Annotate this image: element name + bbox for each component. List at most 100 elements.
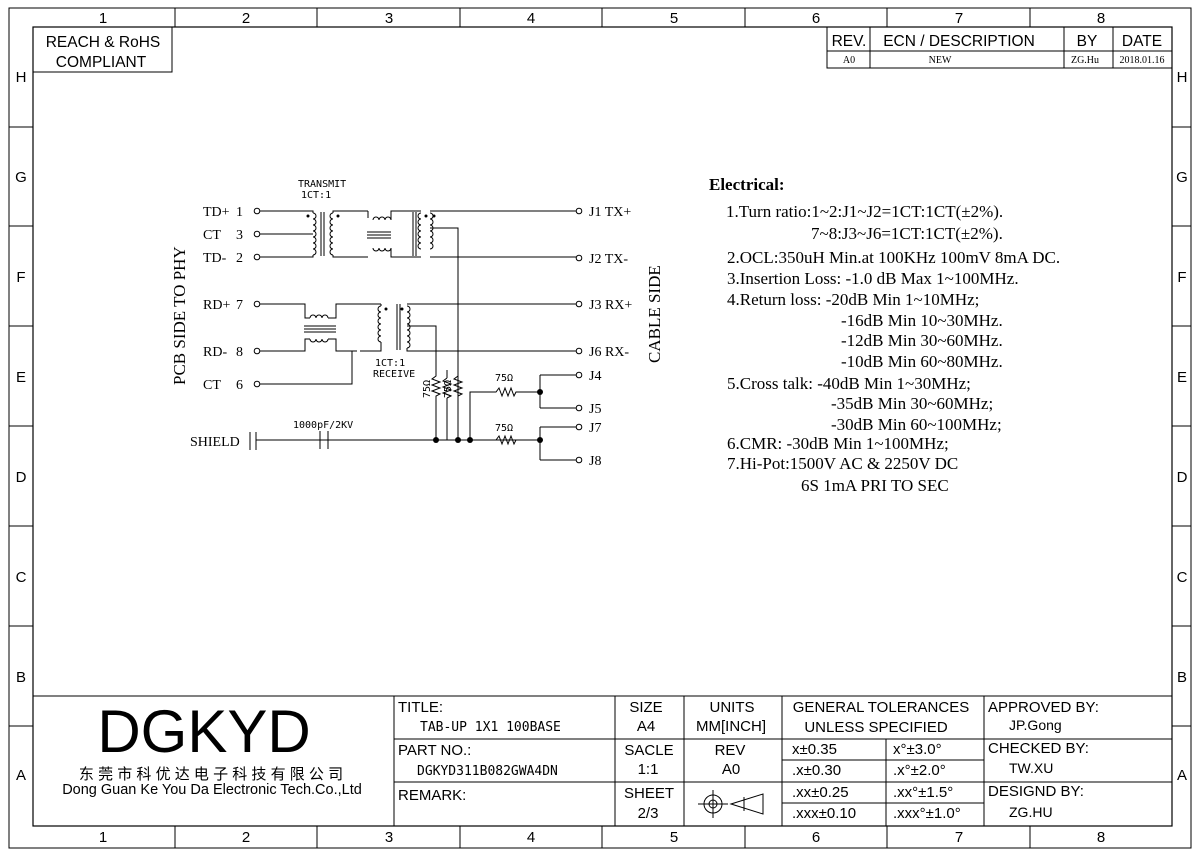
size-label: SIZE	[629, 699, 662, 716]
zone-row-left: E	[16, 369, 26, 386]
tolerance-angular: .xx°±1.5°	[893, 784, 953, 801]
designed-label: DESIGND BY:	[988, 783, 1084, 800]
transmit-label: TRANSMIT	[298, 179, 346, 190]
zone-row-right: A	[1177, 767, 1187, 784]
tolerance-angular: .xxx°±1.0°	[893, 805, 961, 822]
pin-terminal	[575, 300, 583, 308]
pin-terminal	[253, 230, 261, 238]
pin-terminal	[253, 347, 261, 355]
tolerance-linear: .xx±0.25	[792, 784, 849, 801]
pin-name: CT	[203, 228, 221, 243]
zone-ticks	[9, 8, 1191, 848]
tolerance-linear: .xxx±0.10	[792, 805, 856, 822]
zone-col-top: 1	[99, 10, 107, 27]
title-label: TITLE:	[398, 699, 443, 716]
sheet-value: 2/3	[638, 805, 659, 822]
pin-terminal	[575, 207, 583, 215]
revision-row: A0 NEW ZG.Hu 2018.01.16	[843, 55, 1165, 66]
spec-line: 2.OCL:350uH Min.at 100KHz 100mV 8mA DC.	[727, 248, 1060, 267]
zone-col-bottom: 1	[99, 829, 107, 846]
pin-terminal	[575, 456, 583, 464]
size-value: A4	[637, 718, 655, 735]
spec-line: -10dB Min 60~80MHz.	[841, 352, 1003, 371]
receive-ratio: 1CT:1	[375, 358, 405, 369]
by-cell: ZG.Hu	[1071, 55, 1099, 66]
zone-row-left: C	[16, 569, 27, 586]
compliance-line1: REACH & RoHS	[46, 34, 161, 51]
zone-col-top: 3	[385, 10, 393, 27]
transmit-ratio: 1CT:1	[301, 190, 331, 201]
spec-line: -35dB Min 30~60MHz;	[831, 394, 993, 413]
electrical-title: Electrical:	[709, 175, 785, 194]
zone-row-left: G	[15, 169, 27, 186]
company-logo: DGKYD	[97, 698, 310, 765]
title-block-values: TAB-UP 1X1 100BASE DGKYD311B082GWA4DN	[417, 720, 561, 779]
zone-col-bottom: 5	[670, 829, 678, 846]
resistor-label: 75Ω	[443, 380, 454, 398]
zone-row-right: E	[1177, 369, 1187, 386]
zone-row-right: B	[1177, 669, 1187, 686]
scale-value: 1:1	[638, 761, 659, 778]
pin-terminal	[575, 347, 583, 355]
electrical-specs: Electrical: 1.Turn ratio:1~2:J1~J2=1CT:1…	[709, 175, 1060, 495]
pin-name: CT	[203, 378, 221, 393]
schematic	[249, 207, 583, 464]
title-value: TAB-UP 1X1 100BASE	[420, 720, 561, 735]
pin-number: 8	[236, 345, 243, 360]
title-block	[33, 695, 1172, 826]
ecn-header: ECN / DESCRIPTION	[883, 33, 1035, 50]
part-number-value: DGKYD311B082GWA4DN	[417, 764, 558, 779]
tolerance-angular: x°±3.0°	[893, 741, 942, 758]
pin-terminal	[253, 207, 261, 215]
revision-table	[826, 26, 1173, 69]
designed-value: ZG.HU	[1009, 804, 1053, 820]
zone-col-bottom: 4	[527, 829, 535, 846]
zone-col-bottom: 2	[242, 829, 250, 846]
cable-pin-label: J5	[589, 402, 601, 417]
spec-line: -16dB Min 10~30MHz.	[841, 311, 1003, 330]
part-label: PART NO.:	[398, 742, 471, 759]
spec-line: 6S 1mA PRI TO SEC	[801, 476, 949, 495]
schematic-labels: TRANSMIT 1CT:1 1CT:1 RECEIVE 1000pF/2KV …	[293, 179, 513, 434]
side-labels: PCB SIDE TO PHY CABLE SIDE	[170, 246, 664, 385]
receive-label: RECEIVE	[373, 369, 415, 380]
zone-col-top: 5	[670, 10, 678, 27]
pin-name: RD+	[203, 298, 230, 313]
tolerance-linear: .x±0.30	[792, 762, 841, 779]
junction-dots	[433, 389, 543, 443]
by-header: BY	[1077, 33, 1098, 50]
scale-label: SACLE	[624, 742, 673, 759]
spec-line: 7~8:J3~J6=1CT:1CT(±2%).	[811, 224, 1003, 243]
units-value: MM[INCH]	[696, 718, 766, 735]
approved-label: APPROVED BY:	[988, 699, 1099, 716]
zone-col-bottom: 6	[812, 829, 820, 846]
tolerance-angular: .x°±2.0°	[893, 762, 946, 779]
outer-border	[8, 7, 1192, 849]
zone-col-top: 2	[242, 10, 250, 27]
pin-number: 1	[236, 205, 243, 220]
company-block: DGKYD 东 莞 市 科 优 达 电 子 科 技 有 限 公 司 Dong G…	[62, 698, 362, 798]
cable-pin-label: J1 TX+	[589, 205, 631, 220]
title-block-labels: TITLE: PART NO.: REMARK: SIZE A4 UNITS M…	[398, 699, 1099, 822]
spec-line: 7.Hi-Pot:1500V AC & 2250V DC	[727, 454, 958, 473]
spec-line: -30dB Min 60~100MHz;	[831, 415, 1002, 434]
zone-row-right: H	[1177, 69, 1188, 86]
resistor-label: 75Ω	[495, 373, 513, 384]
pin-number: 3	[236, 228, 243, 243]
date-header: DATE	[1122, 33, 1162, 50]
zone-row-left: A	[16, 767, 26, 784]
pcb-side-label: PCB SIDE TO PHY	[170, 246, 189, 385]
units-label: UNITS	[710, 699, 755, 716]
cable-pin-label: J3 RX+	[589, 298, 632, 313]
compliance-box: REACH & RoHS COMPLIANT	[32, 26, 173, 73]
cable-pin-label: J2 TX-	[589, 252, 628, 267]
zone-row-left: H	[16, 69, 27, 86]
pin-number: 6	[236, 378, 243, 393]
cable-side-label: CABLE SIDE	[645, 265, 664, 363]
pin-terminal	[253, 380, 261, 388]
zone-col-top: 6	[812, 10, 820, 27]
winding-dots	[306, 214, 436, 311]
pin-terminal	[575, 371, 583, 379]
pin-name: RD-	[203, 345, 227, 360]
